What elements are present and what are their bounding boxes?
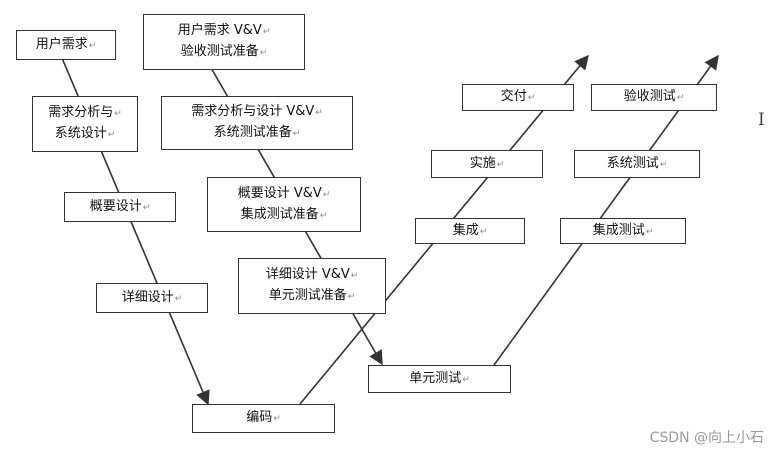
box-label-line: 详细设计 V&V	[266, 265, 359, 286]
box-label-line: 验收测试	[624, 87, 685, 108]
box-coding: 编码	[192, 404, 335, 433]
box-label-line: 验收测试准备	[181, 42, 268, 63]
box-label-line: 交付	[501, 87, 536, 108]
box-outline-design: 概要设计	[64, 192, 176, 222]
box-implementation: 实施	[431, 150, 543, 178]
box-label-line: 概要设计	[90, 197, 151, 218]
box-requirements-analysis: 需求分析与系统设计	[32, 96, 138, 152]
box-integration-test: 集成测试	[560, 218, 686, 244]
box-label-line: 系统测试准备	[214, 123, 301, 144]
box-label-line: 需求分析与	[48, 103, 122, 124]
text-cursor-icon: I	[758, 110, 765, 130]
box-label-line: 编码	[246, 408, 281, 429]
box-label-line: 集成测试	[593, 221, 654, 242]
box-label-line: 需求分析与设计 V&V	[191, 102, 323, 123]
box-detail-design-vv: 详细设计 V&V单元测试准备	[238, 258, 386, 314]
box-acceptance-test: 验收测试	[591, 84, 717, 111]
box-requirements-design-vv: 需求分析与设计 V&V系统测试准备	[161, 96, 353, 150]
box-delivery: 交付	[462, 84, 574, 111]
watermark: CSDN @向上小石	[649, 430, 764, 446]
box-label-line: 系统设计	[55, 124, 116, 145]
box-outline-design-vv: 概要设计 V&V集成测试准备	[207, 177, 361, 232]
box-label-line: 用户需求	[36, 35, 97, 56]
box-unit-test: 单元测试	[368, 365, 511, 393]
box-user-requirements-vv: 用户需求 V&V验收测试准备	[143, 14, 305, 70]
box-label-line: 单元测试	[409, 369, 470, 390]
box-system-test: 系统测试	[574, 150, 700, 178]
box-label-line: 集成	[453, 221, 488, 242]
box-label-line: 用户需求 V&V	[178, 21, 271, 42]
box-user-requirements: 用户需求	[16, 30, 116, 60]
box-label-line: 概要设计 V&V	[238, 184, 331, 205]
box-label-line: 系统测试	[607, 154, 668, 175]
box-label-line: 实施	[470, 154, 505, 175]
box-integration: 集成	[415, 218, 525, 244]
box-detail-design: 详细设计	[96, 283, 208, 313]
box-label-line: 单元测试准备	[269, 286, 356, 307]
box-label-line: 详细设计	[122, 288, 183, 309]
box-label-line: 集成测试准备	[241, 205, 328, 226]
